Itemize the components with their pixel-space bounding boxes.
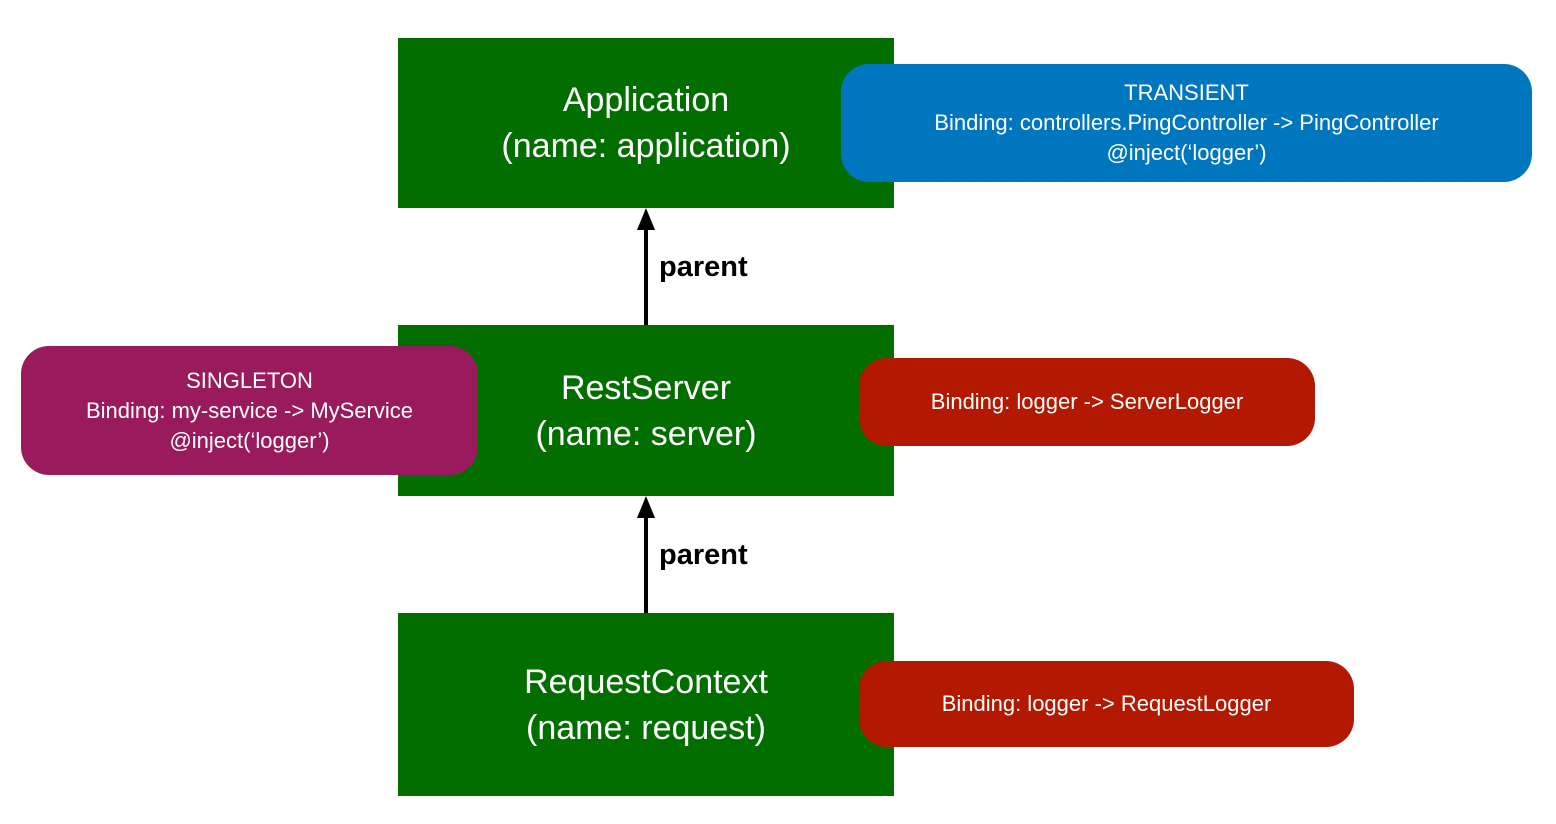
- context-request: RequestContext (name: request): [398, 613, 894, 796]
- note-server-logger-binding: Binding: logger -> ServerLogger: [859, 358, 1315, 446]
- edge-label-parent: parent: [659, 251, 748, 283]
- note-transient-binding: TRANSIENT Binding: controllers.PingContr…: [841, 64, 1532, 182]
- note-singleton-binding-text: Binding: my-service -> MyService: [85, 397, 414, 423]
- context-application: Application (name: application): [398, 38, 894, 208]
- arrow-server-to-application: [637, 208, 655, 325]
- context-application-id: (name: application): [501, 127, 791, 165]
- note-singleton-binding: SINGLETON Binding: my-service -> MyServi…: [21, 346, 478, 475]
- note-singleton-inject: @inject(‘logger’): [169, 427, 330, 453]
- arrow-request-to-server: [637, 496, 655, 613]
- note-server-logger-text: Binding: logger -> ServerLogger: [930, 389, 1244, 414]
- context-server-name: RestServer: [560, 368, 732, 407]
- context-request-name: RequestContext: [524, 662, 768, 701]
- note-singleton-scope: SINGLETON: [186, 367, 313, 393]
- note-transient-scope: TRANSIENT: [1124, 80, 1249, 105]
- context-request-id: (name: request): [526, 708, 766, 747]
- context-server: RestServer (name: server): [398, 325, 894, 496]
- note-request-logger-text: Binding: logger -> RequestLogger: [941, 691, 1272, 716]
- arrowhead: [637, 496, 655, 518]
- context-server-id: (name: server): [535, 414, 757, 453]
- note-transient-inject: @inject(‘logger’): [1106, 140, 1267, 165]
- context-application-name: Application: [562, 81, 730, 119]
- arrowhead: [637, 208, 655, 230]
- note-transient-binding-text: Binding: controllers.PingController -> P…: [934, 110, 1439, 135]
- edge-label-parent: parent: [659, 539, 748, 571]
- note-request-logger-binding: Binding: logger -> RequestLogger: [859, 661, 1354, 747]
